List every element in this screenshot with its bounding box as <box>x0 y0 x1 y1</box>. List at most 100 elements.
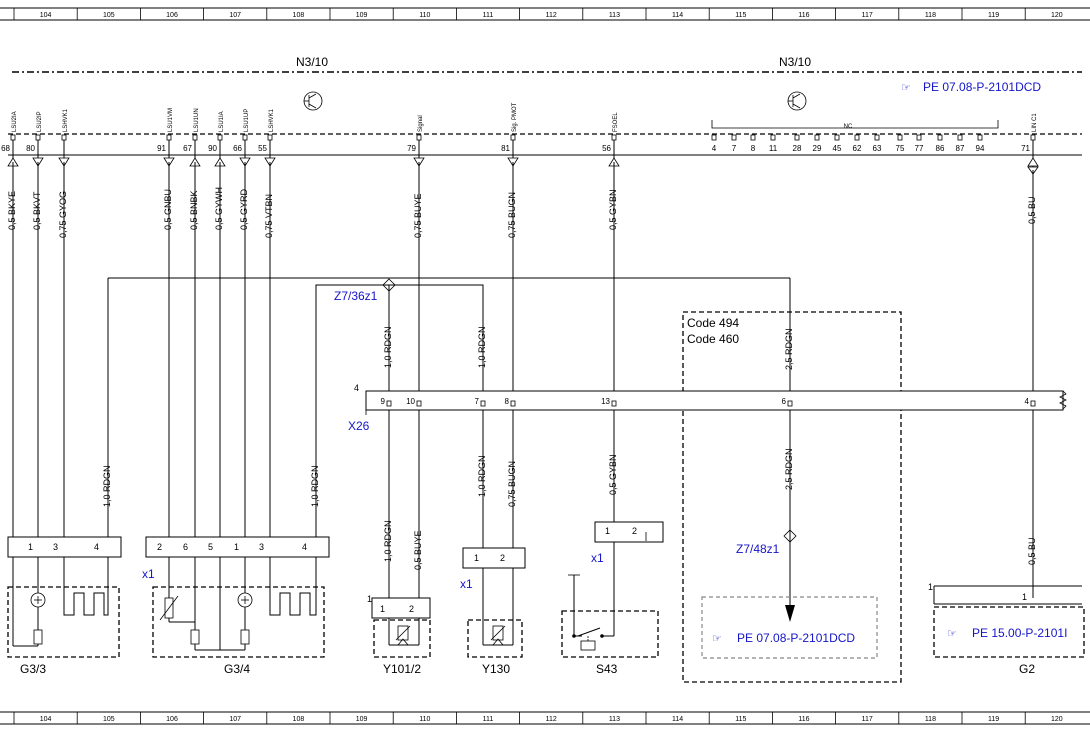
wire-label: 0,75 BUGN <box>507 192 517 238</box>
reference-link-code[interactable]: ☞ PE 07.08-P-2101DCD <box>712 631 855 645</box>
x1-label: x1 <box>142 567 155 581</box>
grid-column-label: 107 <box>229 716 241 723</box>
grid-column-label: 118 <box>925 12 936 19</box>
grid-column-label: 118 <box>925 716 936 723</box>
splice-icon <box>783 529 797 543</box>
grid-column-label: 112 <box>546 716 557 723</box>
wire-label: 1,0 RDGN <box>310 465 320 507</box>
g3-3-label: G3/3 <box>20 662 46 676</box>
svg-text:FSOEL: FSOEL <box>613 112 619 132</box>
grid-column-label: 116 <box>798 12 809 19</box>
wire-label: 1,0 RDGN <box>383 326 393 368</box>
g3-4-label: G3/4 <box>224 662 250 676</box>
svg-text:2: 2 <box>500 553 505 563</box>
grid-column-label: 116 <box>798 716 809 723</box>
svg-text:8: 8 <box>505 397 510 406</box>
x26-pin: 4 <box>1025 397 1036 407</box>
module-label-left: N3/10 <box>296 55 328 69</box>
svg-text:79: 79 <box>407 144 416 153</box>
grid-column-label: 111 <box>483 12 494 19</box>
nc-pin: 63 <box>873 134 882 153</box>
hand-pointer-icon: ☞ <box>712 633 722 645</box>
grid-column-label: 113 <box>609 716 620 723</box>
reference-link-n3-10[interactable]: ☞ PE 07.08-P-2101DCD <box>901 80 1041 94</box>
grid-column-label: 106 <box>166 12 178 19</box>
svg-text:6: 6 <box>183 542 188 552</box>
wire-label: 2,5 RDGN <box>784 328 794 370</box>
svg-text:71: 71 <box>1021 144 1030 153</box>
component-g3-4: 2 6 5 1 3 4 x1 G3/4 <box>142 536 330 676</box>
nc-pin: 4 <box>711 134 717 153</box>
reference-text: PE 15.00-P-2101I <box>972 626 1067 640</box>
svg-text:63: 63 <box>873 144 882 153</box>
svg-text:67: 67 <box>183 144 192 153</box>
grid-column-label: 104 <box>40 716 52 723</box>
grid-column-label: 119 <box>988 12 999 19</box>
svg-text:62: 62 <box>853 144 862 153</box>
reference-link-g2[interactable]: ☞ PE 15.00-P-2101I <box>947 626 1067 640</box>
ecu-pin: LSHVK1 <box>58 108 70 170</box>
nc-pin: 77 <box>915 134 924 153</box>
code-box <box>682 311 902 683</box>
transistor-icon <box>303 91 323 111</box>
reference-box <box>701 596 878 659</box>
wire-label: 0,75 VTBN <box>264 194 274 238</box>
svg-text:1: 1 <box>928 582 933 592</box>
svg-text:1: 1 <box>1022 592 1027 602</box>
grid-column-label: 104 <box>40 12 52 19</box>
reference-text: PE 07.08-P-2101DCD <box>737 631 855 645</box>
svg-text:1: 1 <box>367 594 372 604</box>
nc-pin: 45 <box>833 134 842 153</box>
grid-column-label: 120 <box>1051 12 1063 19</box>
nc-pin: 29 <box>813 134 822 153</box>
svg-text:45: 45 <box>833 144 842 153</box>
svg-text:1: 1 <box>380 604 385 614</box>
component-s43: 1 2 x1 S43 <box>561 521 664 676</box>
x26-label: X26 <box>348 419 370 433</box>
svg-text:3: 3 <box>53 542 58 552</box>
svg-text:91: 91 <box>157 144 166 153</box>
wire-label: 0,5 GYRD <box>239 188 249 230</box>
nc-pin: 28 <box>793 134 802 153</box>
grid-column-label: 108 <box>293 12 305 19</box>
grid-column-label: 106 <box>166 716 178 723</box>
svg-text:6: 6 <box>782 397 787 406</box>
svg-text:86: 86 <box>936 144 945 153</box>
component-y101-2: 1 1 2 Y101/2 <box>367 594 431 676</box>
hand-pointer-icon: ☞ <box>901 82 911 94</box>
y130-label: Y130 <box>482 662 510 676</box>
svg-text:11: 11 <box>769 144 778 153</box>
wire-label: 0,5 GNBU <box>163 189 173 230</box>
svg-text:4: 4 <box>712 144 717 153</box>
svg-text:28: 28 <box>793 144 802 153</box>
x1-label: x1 <box>591 551 604 565</box>
grid-column-label: 114 <box>672 716 683 723</box>
grid-column-label: 109 <box>356 12 368 19</box>
nc-pin: 87 <box>956 134 965 153</box>
svg-text:8: 8 <box>751 144 756 153</box>
nc-label: NC <box>844 124 853 130</box>
wire-label: 0,75 BUYE <box>413 193 423 238</box>
svg-text:2: 2 <box>409 604 414 614</box>
splice-label-z7-48: Z7/48z1 <box>736 542 780 556</box>
svg-text:7: 7 <box>475 397 480 406</box>
hand-pointer-icon: ☞ <box>947 628 957 640</box>
reference-text: PE 07.08-P-2101DCD <box>923 80 1041 94</box>
wire-label: 0,5 BKYE <box>7 191 17 230</box>
x26-connector: 4 X26 <box>348 383 1067 433</box>
g2-label: G2 <box>1019 662 1035 676</box>
grid-column-label: 108 <box>293 716 305 723</box>
svg-text:77: 77 <box>915 144 924 153</box>
svg-text:1: 1 <box>605 526 610 536</box>
svg-text:LSU1IA: LSU1IA <box>219 111 225 132</box>
